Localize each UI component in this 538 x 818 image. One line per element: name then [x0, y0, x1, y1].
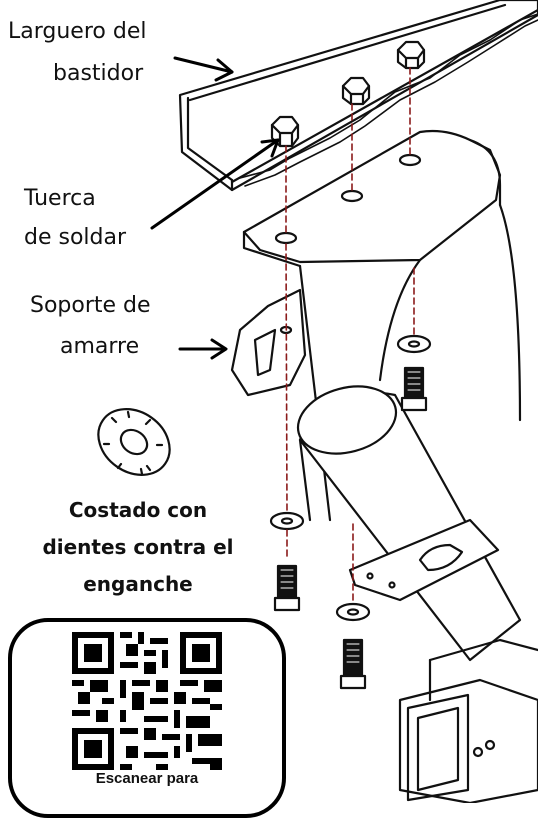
label-frame-rail-line2: bastidor [53, 61, 144, 86]
arrow-frame-rail [173, 56, 234, 82]
label-teeth-side-line3: enganche [83, 572, 193, 596]
weld-nut-3 [396, 40, 426, 70]
label-weld-nut-line1: Tuerca [24, 186, 96, 211]
label-weld-nut-line2: de soldar [24, 225, 127, 250]
label-tie-down-line1: Soporte de [30, 293, 151, 318]
lock-washer-detail [97, 408, 171, 476]
side-plate [348, 518, 500, 602]
alignment-lines [285, 67, 415, 605]
label-teeth-side-line1: Costado con [68, 498, 208, 522]
label-frame-rail-line1: Larguero del [8, 19, 147, 44]
hitch-mount-bracket [242, 129, 522, 522]
qr-code-icon[interactable] [72, 632, 222, 770]
bolt-upper-right [400, 366, 428, 412]
qr-caption: Escanear para [95, 770, 199, 787]
qr-card[interactable]: Escanear para [8, 618, 286, 818]
receiver-tube [398, 638, 538, 805]
arrow-tie-down [178, 338, 228, 360]
bolt-lower-left-1 [273, 564, 301, 612]
label-tie-down-line2: amarre [60, 334, 140, 359]
washer-lower-left-2 [335, 602, 371, 622]
washer-upper-right [396, 334, 432, 354]
cross-tube [296, 385, 522, 662]
weld-nut-1 [270, 115, 300, 148]
tie-down-bracket [230, 288, 307, 397]
weld-nut-2 [341, 76, 371, 106]
label-teeth-side-line2: dientes contra el [42, 535, 234, 559]
bolt-lower-left-2 [339, 638, 367, 690]
washer-lower-left-1 [269, 511, 305, 531]
arrow-weld-nut [150, 138, 280, 230]
